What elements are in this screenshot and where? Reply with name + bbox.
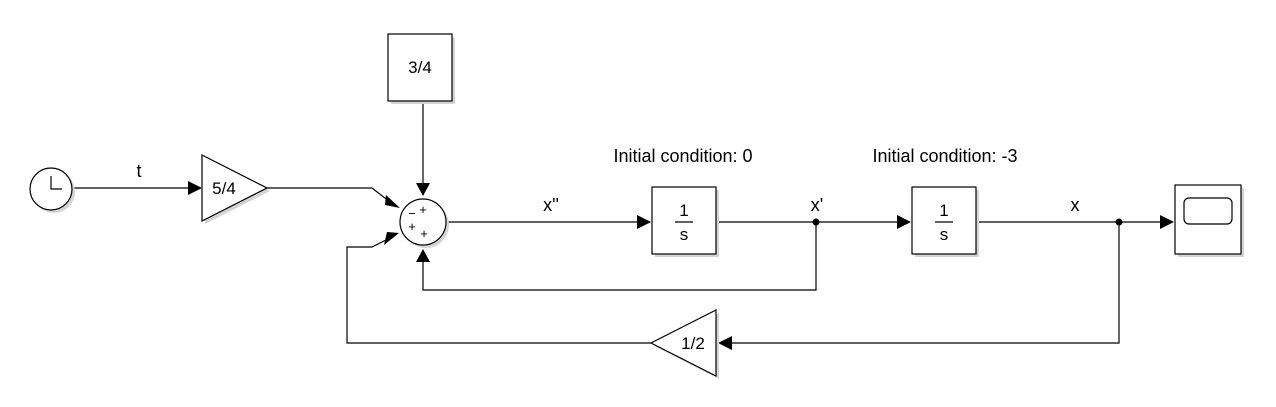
signal-label-x-double-prime: x'' [543,195,559,215]
wire-xprime-feedback [422,222,817,291]
integrator1-numerator: 1 [679,201,688,220]
gain-triangle-feedback [649,309,717,377]
wire-gain-to-sum-arrow [385,195,400,208]
gain-label-feedback: 1/2 [681,334,705,353]
wire-sum-to-int1-arrow [637,215,651,229]
constant-block[interactable]: 3/4 [387,33,455,104]
wire-clock-to-gain-arrow [188,181,202,195]
gain-block-feedback[interactable]: 1/2 [649,309,719,379]
gain-label-clock: 5/4 [212,179,236,198]
wire-x-feedback [732,222,1120,344]
sum-sign-minus: − [408,206,416,221]
integrator2-box [911,186,977,255]
clock-hands [50,176,62,190]
clock-block[interactable] [29,167,75,213]
constant-label: 3/4 [408,58,432,77]
integrator2-denominator: s [940,225,949,244]
wire-xprime-feedback-arrow [416,249,430,262]
gain-triangle-clock [201,154,269,222]
scope-icon [1183,197,1233,225]
sum-block[interactable]: − + + + [399,198,449,248]
integrator-block-1[interactable]: 1 s [651,186,719,257]
gain-block-clock[interactable]: 5/4 [201,154,270,224]
wire-int1-to-int2-arrow [897,215,911,229]
integrator1-initial-condition: Initial condition: 0 [613,146,752,166]
sum-sign-top: + [419,202,427,217]
integrator1-box [651,186,717,255]
integrator1-denominator: s [680,225,689,244]
sum-sign-bottom: + [420,226,428,241]
signal-label-x-prime: x' [811,195,823,215]
integrator-block-2[interactable]: 1 s [911,186,979,257]
integrator2-numerator: 1 [939,201,948,220]
wire-int2-to-scope-arrow [1160,215,1174,229]
constant-box [387,33,453,102]
integrator2-initial-condition: Initial condition: -3 [872,146,1017,166]
signal-label-t: t [136,161,141,181]
wire-gain-half-to-sum [346,237,651,344]
sum-sign-left: + [408,219,416,234]
scope-block[interactable] [1174,184,1244,257]
wire-constant-to-sum-arrow [416,183,430,196]
signal-lines [72,101,1174,350]
wire-gain-half-to-sum-arrow [384,232,399,245]
wire-gain-to-sum [267,187,391,203]
sum-circle [399,198,447,246]
wire-x-feedback-arrow [718,336,732,350]
signal-label-x: x [1071,195,1080,215]
